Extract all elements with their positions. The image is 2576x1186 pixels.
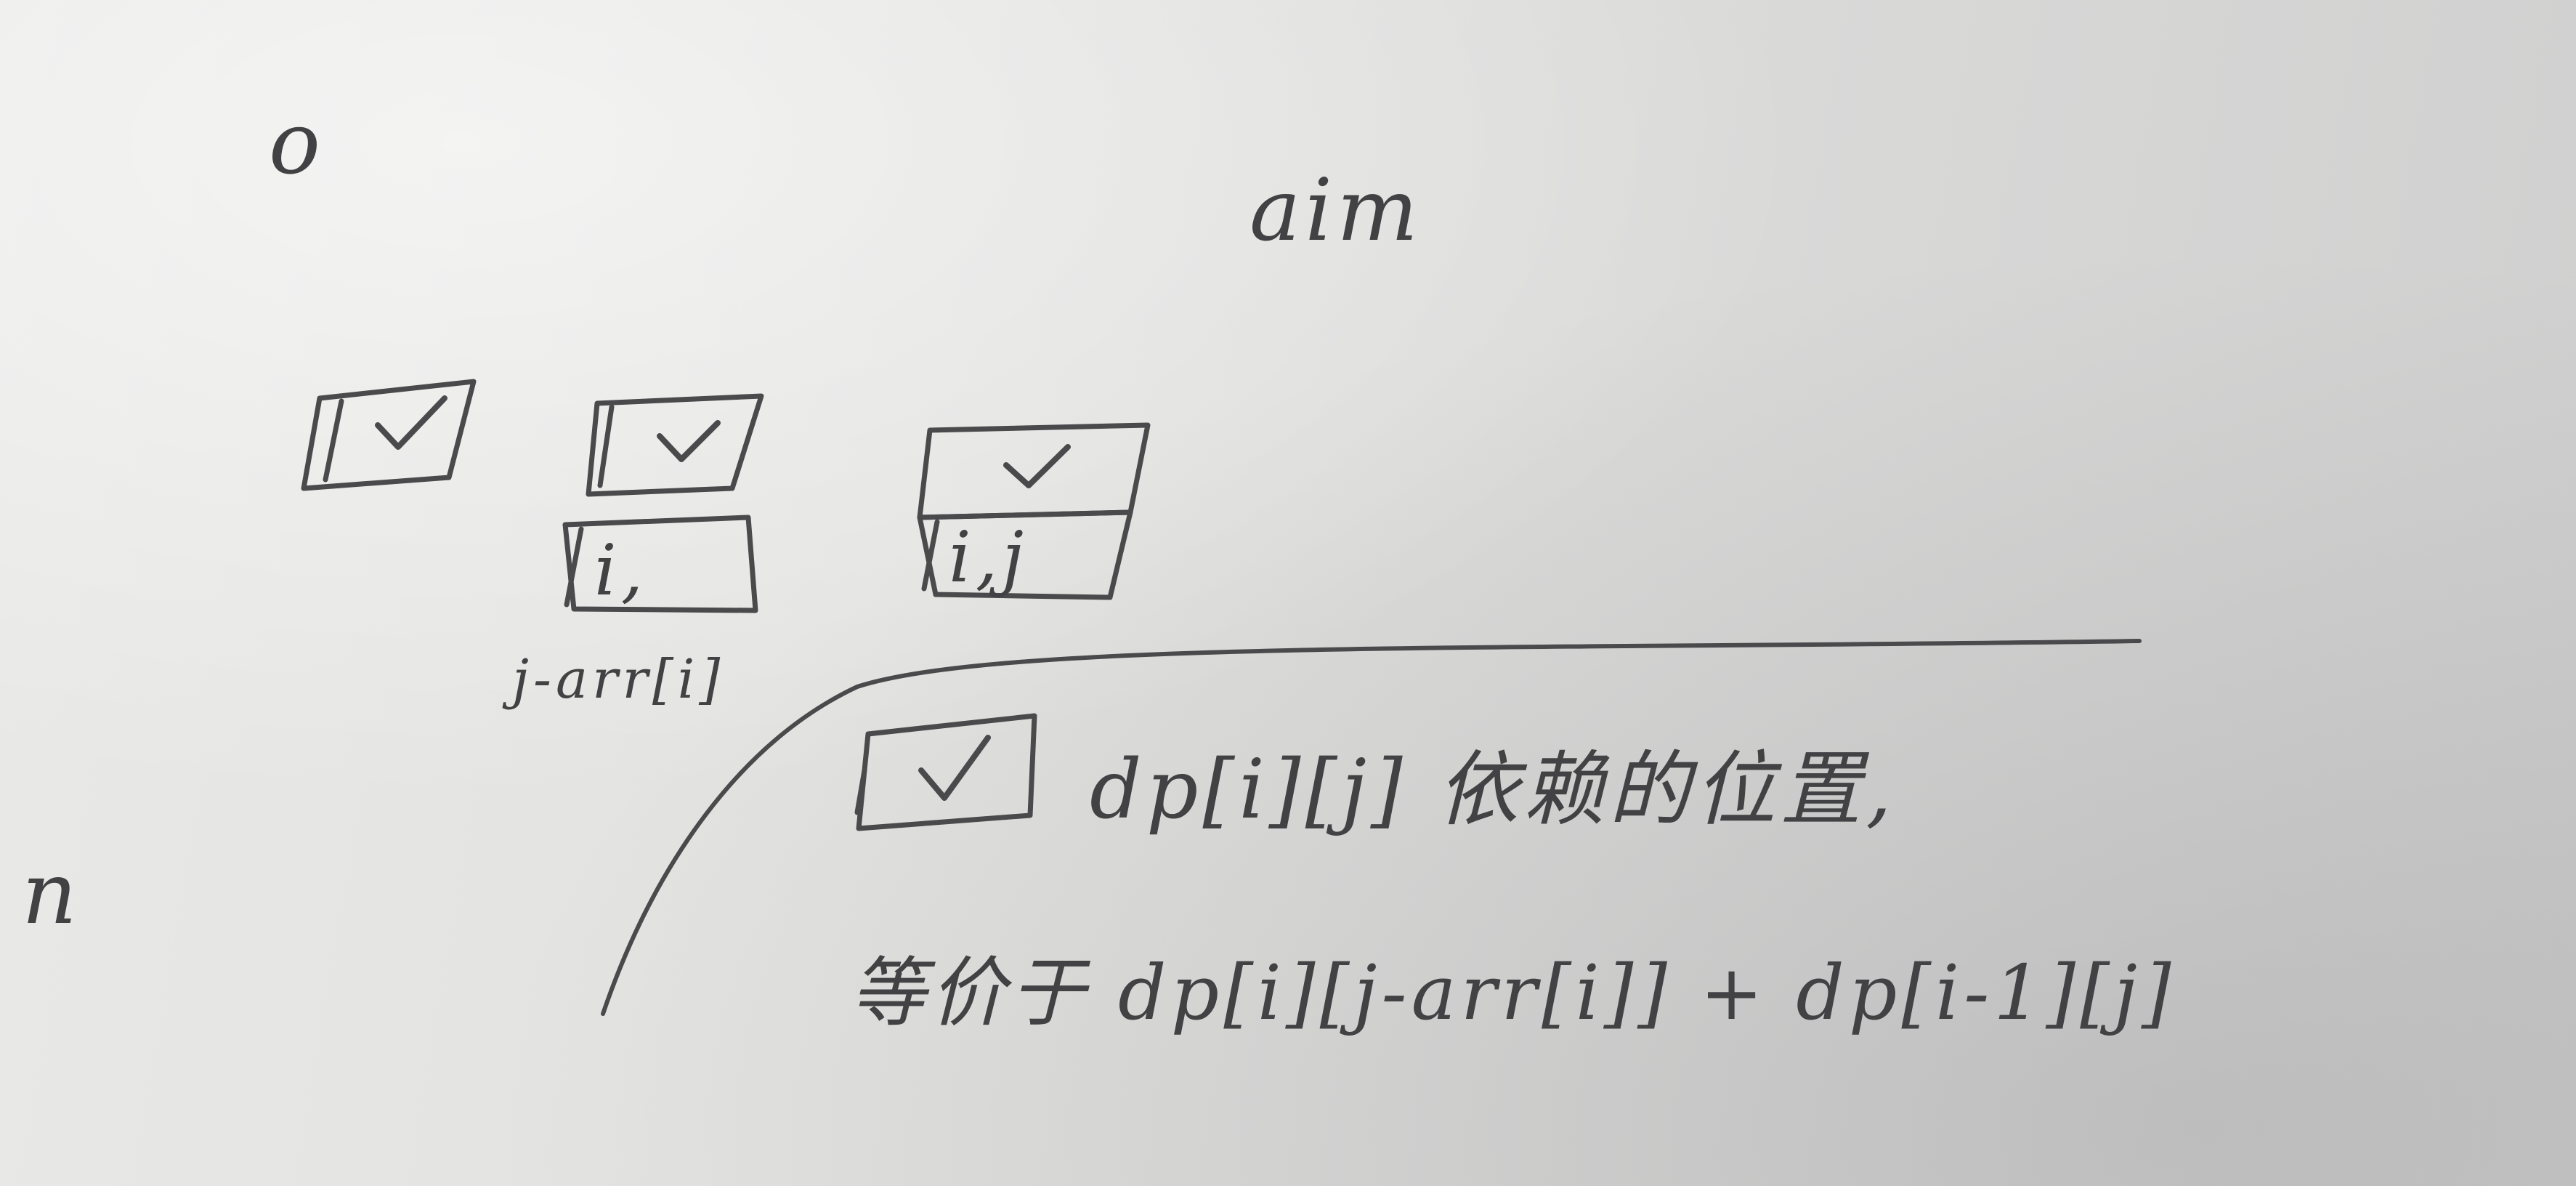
check-icon bbox=[1003, 444, 1071, 488]
index-note: j-arr[i] bbox=[502, 648, 724, 711]
cell-box-1 bbox=[301, 379, 477, 491]
check-icon bbox=[918, 735, 991, 801]
origin-label: o bbox=[269, 93, 325, 193]
cell-box-3: i, bbox=[562, 515, 758, 613]
box-label-ij: i,j bbox=[949, 517, 1028, 598]
cell-box-2 bbox=[586, 393, 764, 497]
curve-divider bbox=[601, 639, 2142, 1016]
annotation-line-2: 等价于 dp[i][j-arr[i]] + dp[i-1][j] bbox=[850, 948, 2176, 1037]
box-label-i: i, bbox=[594, 530, 647, 611]
cell-box-5: i,j bbox=[917, 509, 1133, 600]
n-label: n bbox=[22, 843, 81, 943]
check-icon bbox=[375, 395, 447, 450]
aim-label: aim bbox=[1249, 160, 1422, 260]
annotation-line-1: dp[i][j] 依赖的位置, bbox=[1090, 743, 1896, 837]
cell-box-6 bbox=[854, 713, 1037, 831]
check-icon bbox=[657, 420, 721, 462]
cell-box-4 bbox=[917, 422, 1151, 520]
